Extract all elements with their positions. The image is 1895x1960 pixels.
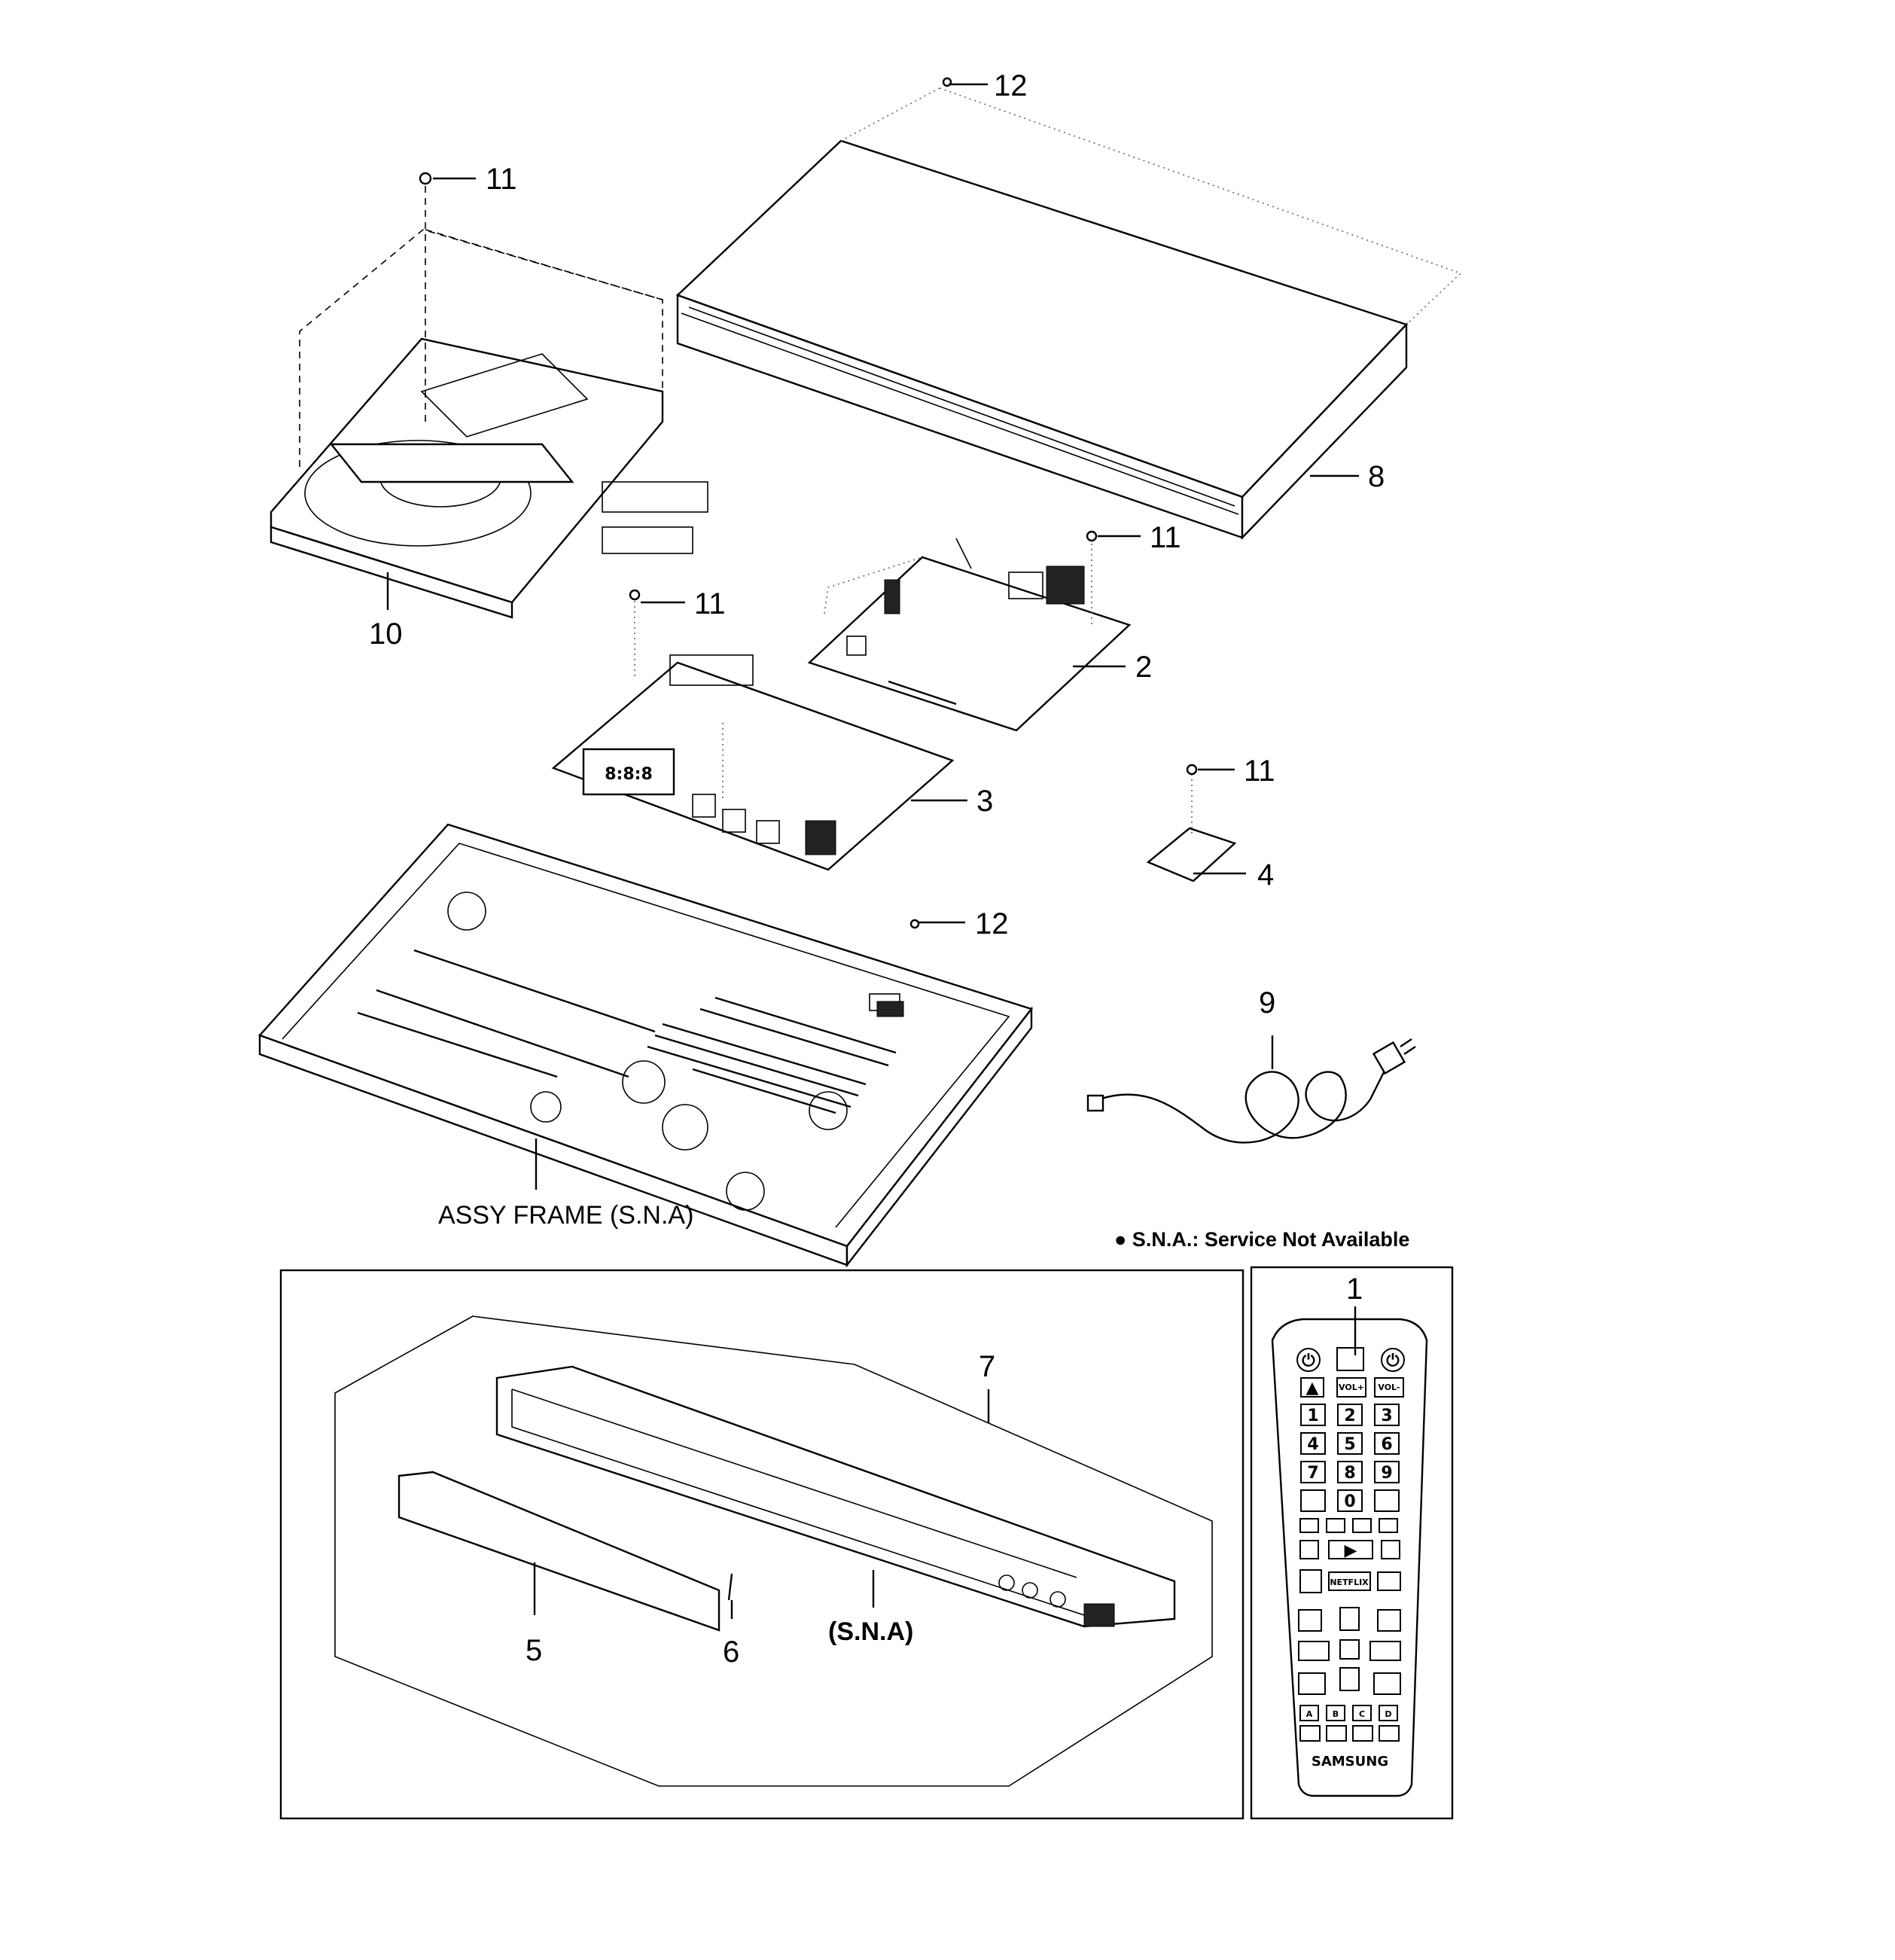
svg-text:2: 2 (1135, 651, 1152, 684)
front-board-part: 8:8:8 (551, 601, 955, 871)
svg-text:C: C (1359, 1709, 1365, 1719)
svg-text:5: 5 (1344, 1435, 1355, 1454)
svg-text:8: 8 (1368, 460, 1385, 493)
svg-text:0: 0 (1344, 1492, 1355, 1511)
power-icon: ⏻ (1302, 1352, 1315, 1370)
remote-brand-logo: SAMSUNG (1312, 1754, 1388, 1769)
sna-legend-note: ● S.N.A.: Service Not Available (1114, 1228, 1409, 1251)
svg-text:11: 11 (694, 587, 726, 620)
screw-icons (419, 77, 1198, 929)
remote-detail-box (1250, 1266, 1454, 1820)
svg-text:ASSY FRAME (S.N.A): ASSY FRAME (S.N.A) (438, 1201, 693, 1230)
power-cord-part (1086, 1035, 1416, 1144)
svg-text:7: 7 (1307, 1464, 1318, 1483)
callout-4: 4 (1193, 858, 1274, 892)
main-board-part (807, 538, 1132, 732)
callout-assy-frame: ASSY FRAME (S.N.A) (438, 1139, 693, 1230)
svg-text:4: 4 (1307, 1435, 1318, 1454)
svg-text:A: A (1306, 1709, 1313, 1719)
front-panel-detail-box (279, 1269, 1245, 1820)
small-board-part (1146, 774, 1237, 882)
svg-text:7: 7 (979, 1350, 995, 1383)
disc-loader-part (270, 186, 708, 619)
assy-frame-part (257, 823, 1034, 1268)
svg-text:11: 11 (1244, 754, 1275, 788)
svg-text:▲: ▲ (1306, 1379, 1319, 1398)
callout-11-mainboard: 11 (1098, 521, 1181, 554)
callout-11-frontboard: 11 (641, 587, 726, 620)
callout-9: 9 (1259, 986, 1275, 1020)
svg-text:6: 6 (1381, 1435, 1392, 1454)
svg-text:11: 11 (1150, 521, 1181, 554)
svg-text:3: 3 (976, 785, 993, 818)
remote-control-part: ⏻ ⏻ ▲ VOL+ VOL- 1 2 3 4 5 6 7 8 9 0 ▶ (1271, 1318, 1428, 1797)
callout-11-smallboard: 11 (1198, 754, 1275, 788)
svg-text:12: 12 (994, 69, 1028, 102)
svg-text:5: 5 (526, 1634, 542, 1667)
callout-1: 1 (1346, 1273, 1363, 1355)
callout-12-frame: 12 (919, 907, 1009, 940)
svg-text:1: 1 (1346, 1273, 1363, 1306)
play-icon: ▶ (1345, 1541, 1357, 1560)
svg-text:10: 10 (369, 617, 403, 651)
callout-2: 2 (1073, 651, 1152, 684)
frame-vent-slots (647, 996, 897, 1114)
svg-text:12: 12 (975, 907, 1009, 940)
callout-10: 10 (369, 572, 403, 651)
callout-5: 5 (526, 1562, 542, 1667)
svg-text:D: D (1385, 1709, 1391, 1719)
callout-7: 7 (979, 1350, 995, 1423)
svg-text:9: 9 (1381, 1464, 1392, 1483)
svg-text:6: 6 (723, 1635, 739, 1669)
top-cover-part (675, 87, 1462, 540)
svg-text:NETFLIX: NETFLIX (1330, 1577, 1369, 1587)
callout-3: 3 (911, 785, 993, 818)
tv-power-icon: ⏻ (1386, 1352, 1400, 1370)
callout-12-top: 12 (949, 69, 1028, 102)
svg-text:9: 9 (1259, 986, 1275, 1020)
svg-text:(S.N.A): (S.N.A) (828, 1617, 913, 1646)
svg-text:3: 3 (1381, 1407, 1392, 1425)
svg-text:2: 2 (1344, 1407, 1355, 1425)
svg-text:8:8:8: 8:8:8 (605, 765, 653, 784)
callout-11-tray: 11 (433, 163, 517, 196)
callout-6: 6 (723, 1600, 739, 1669)
svg-text:B: B (1333, 1709, 1339, 1719)
callout-front-panel-sna: (S.N.A) (828, 1570, 913, 1646)
svg-text:11: 11 (486, 163, 517, 196)
svg-text:VOL-: VOL- (1378, 1382, 1400, 1392)
svg-text:VOL+: VOL+ (1339, 1382, 1364, 1392)
callout-8: 8 (1310, 460, 1385, 493)
svg-text:8: 8 (1344, 1464, 1355, 1483)
svg-text:1: 1 (1307, 1407, 1318, 1425)
svg-text:4: 4 (1257, 858, 1274, 892)
